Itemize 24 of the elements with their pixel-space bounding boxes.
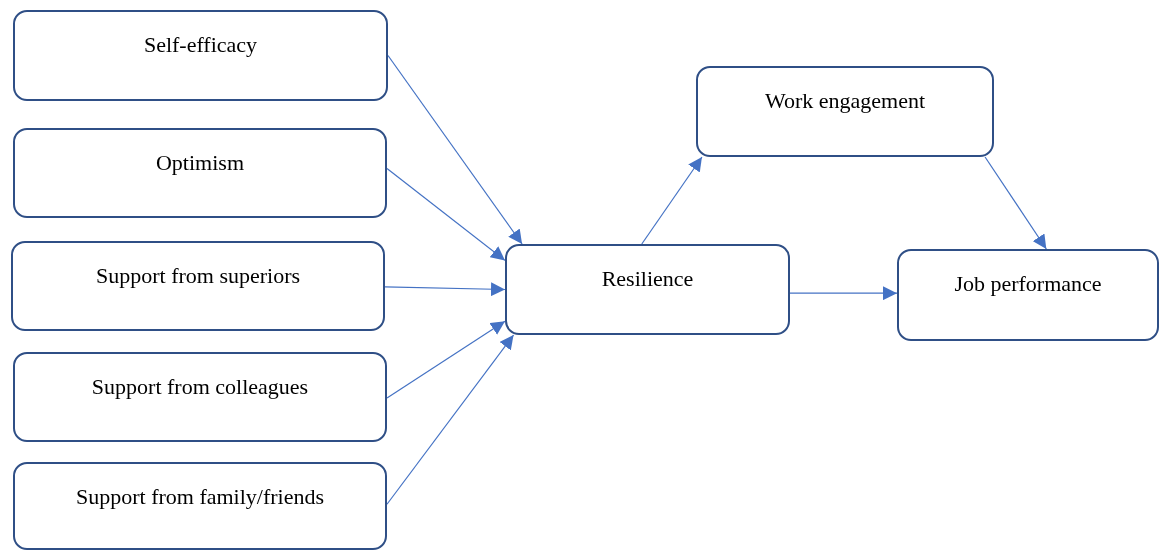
node-label: Job performance (954, 271, 1102, 297)
arrow (984, 156, 1047, 250)
arrow (386, 167, 506, 261)
process-box (13, 462, 387, 550)
arrow (387, 54, 523, 245)
arrow (641, 156, 703, 245)
node-label: Support from family/friends (75, 484, 325, 510)
process-box (13, 352, 387, 442)
node-label: Work engagement (764, 88, 926, 114)
node-label: Support from colleagues (91, 374, 309, 400)
arrow (386, 334, 515, 505)
arrow (789, 286, 898, 301)
arrow (386, 320, 506, 399)
process-box (13, 10, 388, 101)
process-box (11, 241, 385, 331)
process-box (13, 128, 387, 218)
node-label: Optimism (156, 150, 244, 176)
process-box (897, 249, 1159, 341)
process-box (696, 66, 994, 157)
node-label: Resilience (601, 266, 694, 292)
node-label: Self-efficacy (143, 32, 258, 58)
process-box (505, 244, 790, 335)
arrow (384, 282, 506, 297)
node-label: Support from superiors (95, 263, 301, 289)
